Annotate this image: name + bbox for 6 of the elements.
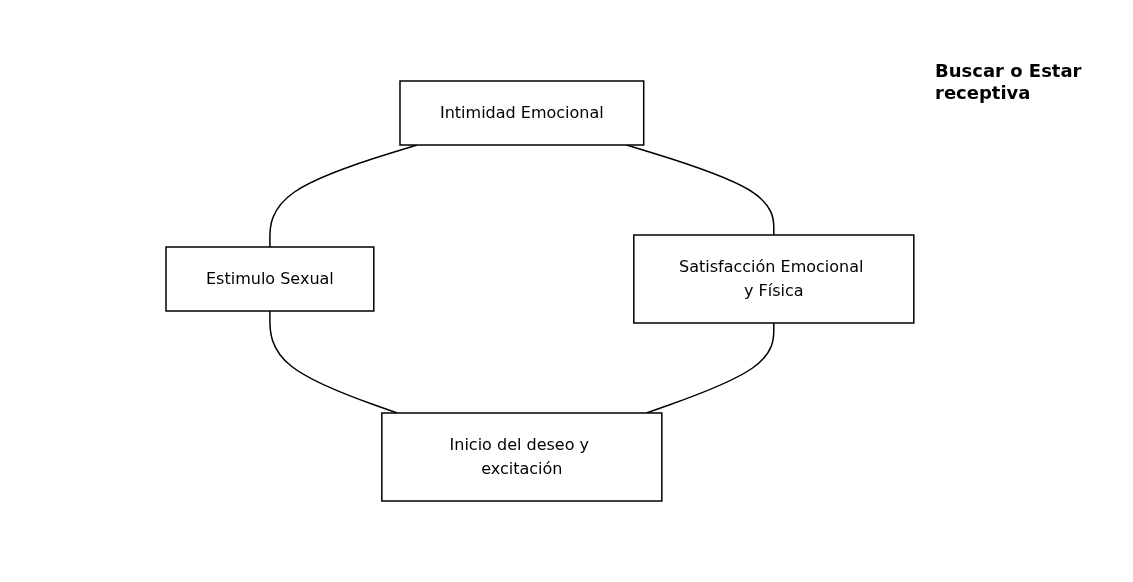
connector [645, 322, 775, 414]
node-box: Inicio del deseo y excitación [381, 412, 663, 502]
node-box: Satisfacción Emocional y Física [633, 234, 915, 324]
node-box: Estimulo Sexual [165, 246, 375, 312]
note-text: Buscar o Estar receptiva [935, 60, 1083, 104]
node-box: Intimidad Emocional [399, 80, 645, 146]
